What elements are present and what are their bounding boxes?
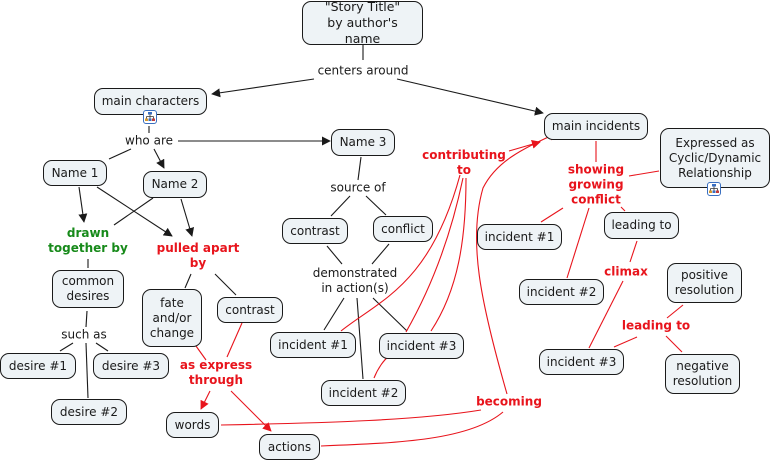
link-words-becoming [220,409,482,426]
main-incidents-node[interactable]: main incidents [544,113,648,140]
link-leading-positive [666,304,684,319]
link-pulled-contrast [214,273,237,296]
incident1-mid-node[interactable]: incident #1 [270,332,356,358]
submap-icon-main-characters[interactable] [143,110,157,124]
label-demonstrated-in-actions[interactable]: demonstrated in action(s) [312,266,398,295]
link-showing-incident2 [566,207,590,279]
contrast-mid-node[interactable]: contrast [282,218,348,244]
link-such-as-desire2 [85,342,89,399]
link-common-such-as [85,310,88,328]
link-incident3a-contributing [405,177,464,333]
concept-map-submap-icon [145,112,155,121]
link-showing-incident1 [540,207,564,223]
link-such-as-desire1 [59,342,74,352]
link-actions-becoming [320,411,504,447]
link-pulled-fate [184,273,192,289]
expressed-as-node[interactable]: Expressed as Cyclic/Dynamic Relationship [660,128,770,188]
negative-resolution-node[interactable]: negative resolution [665,354,740,394]
desire2-node[interactable]: desire #2 [51,399,127,425]
link-who-are-name1 [108,148,132,160]
actions-node[interactable]: actions [259,434,320,460]
link-contrast-demonstrated [326,245,343,265]
concept-map-submap-icon [709,184,719,193]
link-incident3-leading [613,336,638,348]
incident3-right-node[interactable]: incident #3 [539,349,624,375]
incident3-mid-node[interactable]: incident #3 [379,333,464,359]
label-drawn-together-by[interactable]: drawn together by [48,226,128,255]
main-characters-node[interactable]: main characters [94,88,207,115]
common-desires-node[interactable]: common desires [52,270,124,308]
link-incident1-contributing [340,174,461,332]
link-centers-main-characters [211,78,315,98]
name2-node[interactable]: Name 2 [143,171,207,198]
label-such-as[interactable]: such as [61,327,107,342]
incident2-right-node[interactable]: incident #2 [519,279,604,305]
link-such-as-desire3 [95,342,109,352]
name3-node[interactable]: Name 3 [331,129,395,156]
label-source-of[interactable]: source of [330,180,386,195]
link-climax-incident3 [588,280,624,349]
label-climax[interactable]: climax [604,264,648,279]
link-expressed-showing [628,170,660,177]
conflict-node[interactable]: conflict [373,216,433,242]
link-contrast-express [226,322,243,358]
label-centers-around[interactable]: centers around [317,63,409,78]
story-title-node[interactable]: "Story Title" by author's name [302,0,423,46]
leading-to-node[interactable]: leading to [604,212,679,239]
link-who-are-name2 [153,148,165,169]
link-centers-main-incidents [396,78,544,116]
link-incident3b-contributing [430,177,467,332]
link-demonstrated-incident2 [356,297,364,380]
link-incident2-contributing [373,356,389,379]
link-source-contrast [330,195,351,217]
link-conflict-demonstrated [371,243,390,265]
link-leading-negative [665,335,683,353]
link-demonstrated-incident3 [372,297,408,332]
link-fate-express [195,345,207,361]
incident2-mid-node[interactable]: incident #2 [321,380,406,406]
words-node[interactable]: words [166,412,219,438]
link-name2-drawn [113,197,154,226]
link-express-words [200,390,211,410]
incident1-right-node[interactable]: incident #1 [477,224,562,250]
name1-node[interactable]: Name 1 [43,160,107,186]
positive-resolution-node[interactable]: positive resolution [667,263,742,303]
link-name1-pulled [96,186,173,237]
label-contributing-to[interactable]: contributing to [422,148,506,177]
label-showing-growing-conflict[interactable]: showing growing conflict [567,162,625,207]
contrast-left-node[interactable]: contrast [217,297,283,323]
label-who-are[interactable]: who are [125,133,173,148]
fate-change-node[interactable]: fate and/or change [142,289,202,347]
link-contributing-main-incidents [508,139,541,152]
link-name3-source [357,156,362,181]
label-pulled-apart-by[interactable]: pulled apart by [156,241,240,270]
submap-icon-expressed-as[interactable] [707,182,721,196]
desire3-node[interactable]: desire #3 [93,353,169,379]
link-name2-pulled [180,198,195,237]
link-leading-climax [629,240,638,263]
link-showing-leading [620,206,626,212]
desire1-node[interactable]: desire #1 [0,353,76,379]
link-name1-drawn [78,186,88,223]
link-becoming-main-incidents [475,132,558,395]
link-source-conflict [365,195,387,216]
label-leading-to[interactable]: leading to [621,318,691,333]
label-becoming[interactable]: becoming [476,394,542,409]
link-demonstrated-incident1 [323,297,345,331]
label-as-express-through[interactable]: as express through [179,358,253,387]
